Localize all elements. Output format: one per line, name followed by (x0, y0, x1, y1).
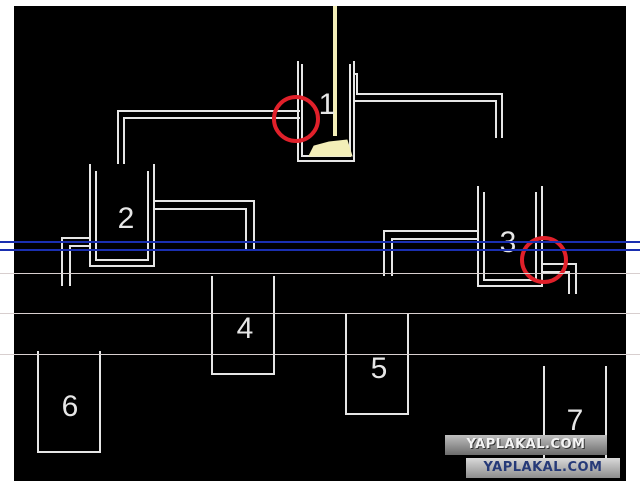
watermark-secondary: YAPLAKAL.COM (466, 458, 620, 478)
vessel-2[interactable] (89, 164, 155, 267)
overlay-line (0, 354, 640, 355)
liquid-stream (308, 6, 353, 157)
tube-1-right (354, 73, 503, 138)
tube-2-left (61, 237, 90, 286)
overlay-line (0, 273, 640, 274)
vessel-6[interactable] (37, 351, 101, 453)
overlay-line (0, 313, 640, 314)
highlight-circle-1 (272, 95, 320, 143)
guide-line (0, 241, 640, 243)
vessel-label-4: 4 (237, 312, 254, 345)
tube-3-right (542, 263, 577, 294)
tube-2-right (154, 200, 255, 251)
vessel-3[interactable] (477, 186, 543, 287)
tube-3-left (383, 230, 478, 276)
highlight-circle-3 (520, 236, 568, 284)
tube-1-left (117, 110, 300, 164)
vessel-label-2: 2 (118, 202, 135, 235)
puzzle-frame: 1 2 3 4 5 6 7 (14, 6, 626, 481)
vessel-label-5: 5 (371, 352, 388, 385)
vessel-label-1: 1 (319, 88, 336, 121)
guide-line (0, 249, 640, 251)
vessel-label-6: 6 (62, 390, 79, 423)
puzzle-board: 1 2 3 4 5 6 7 (37, 6, 607, 469)
watermark-primary: YAPLAKAL.COM (445, 435, 607, 455)
vessel-5[interactable] (345, 314, 409, 415)
vessel-label-7: 7 (567, 404, 584, 437)
vessel-4[interactable] (211, 276, 275, 375)
